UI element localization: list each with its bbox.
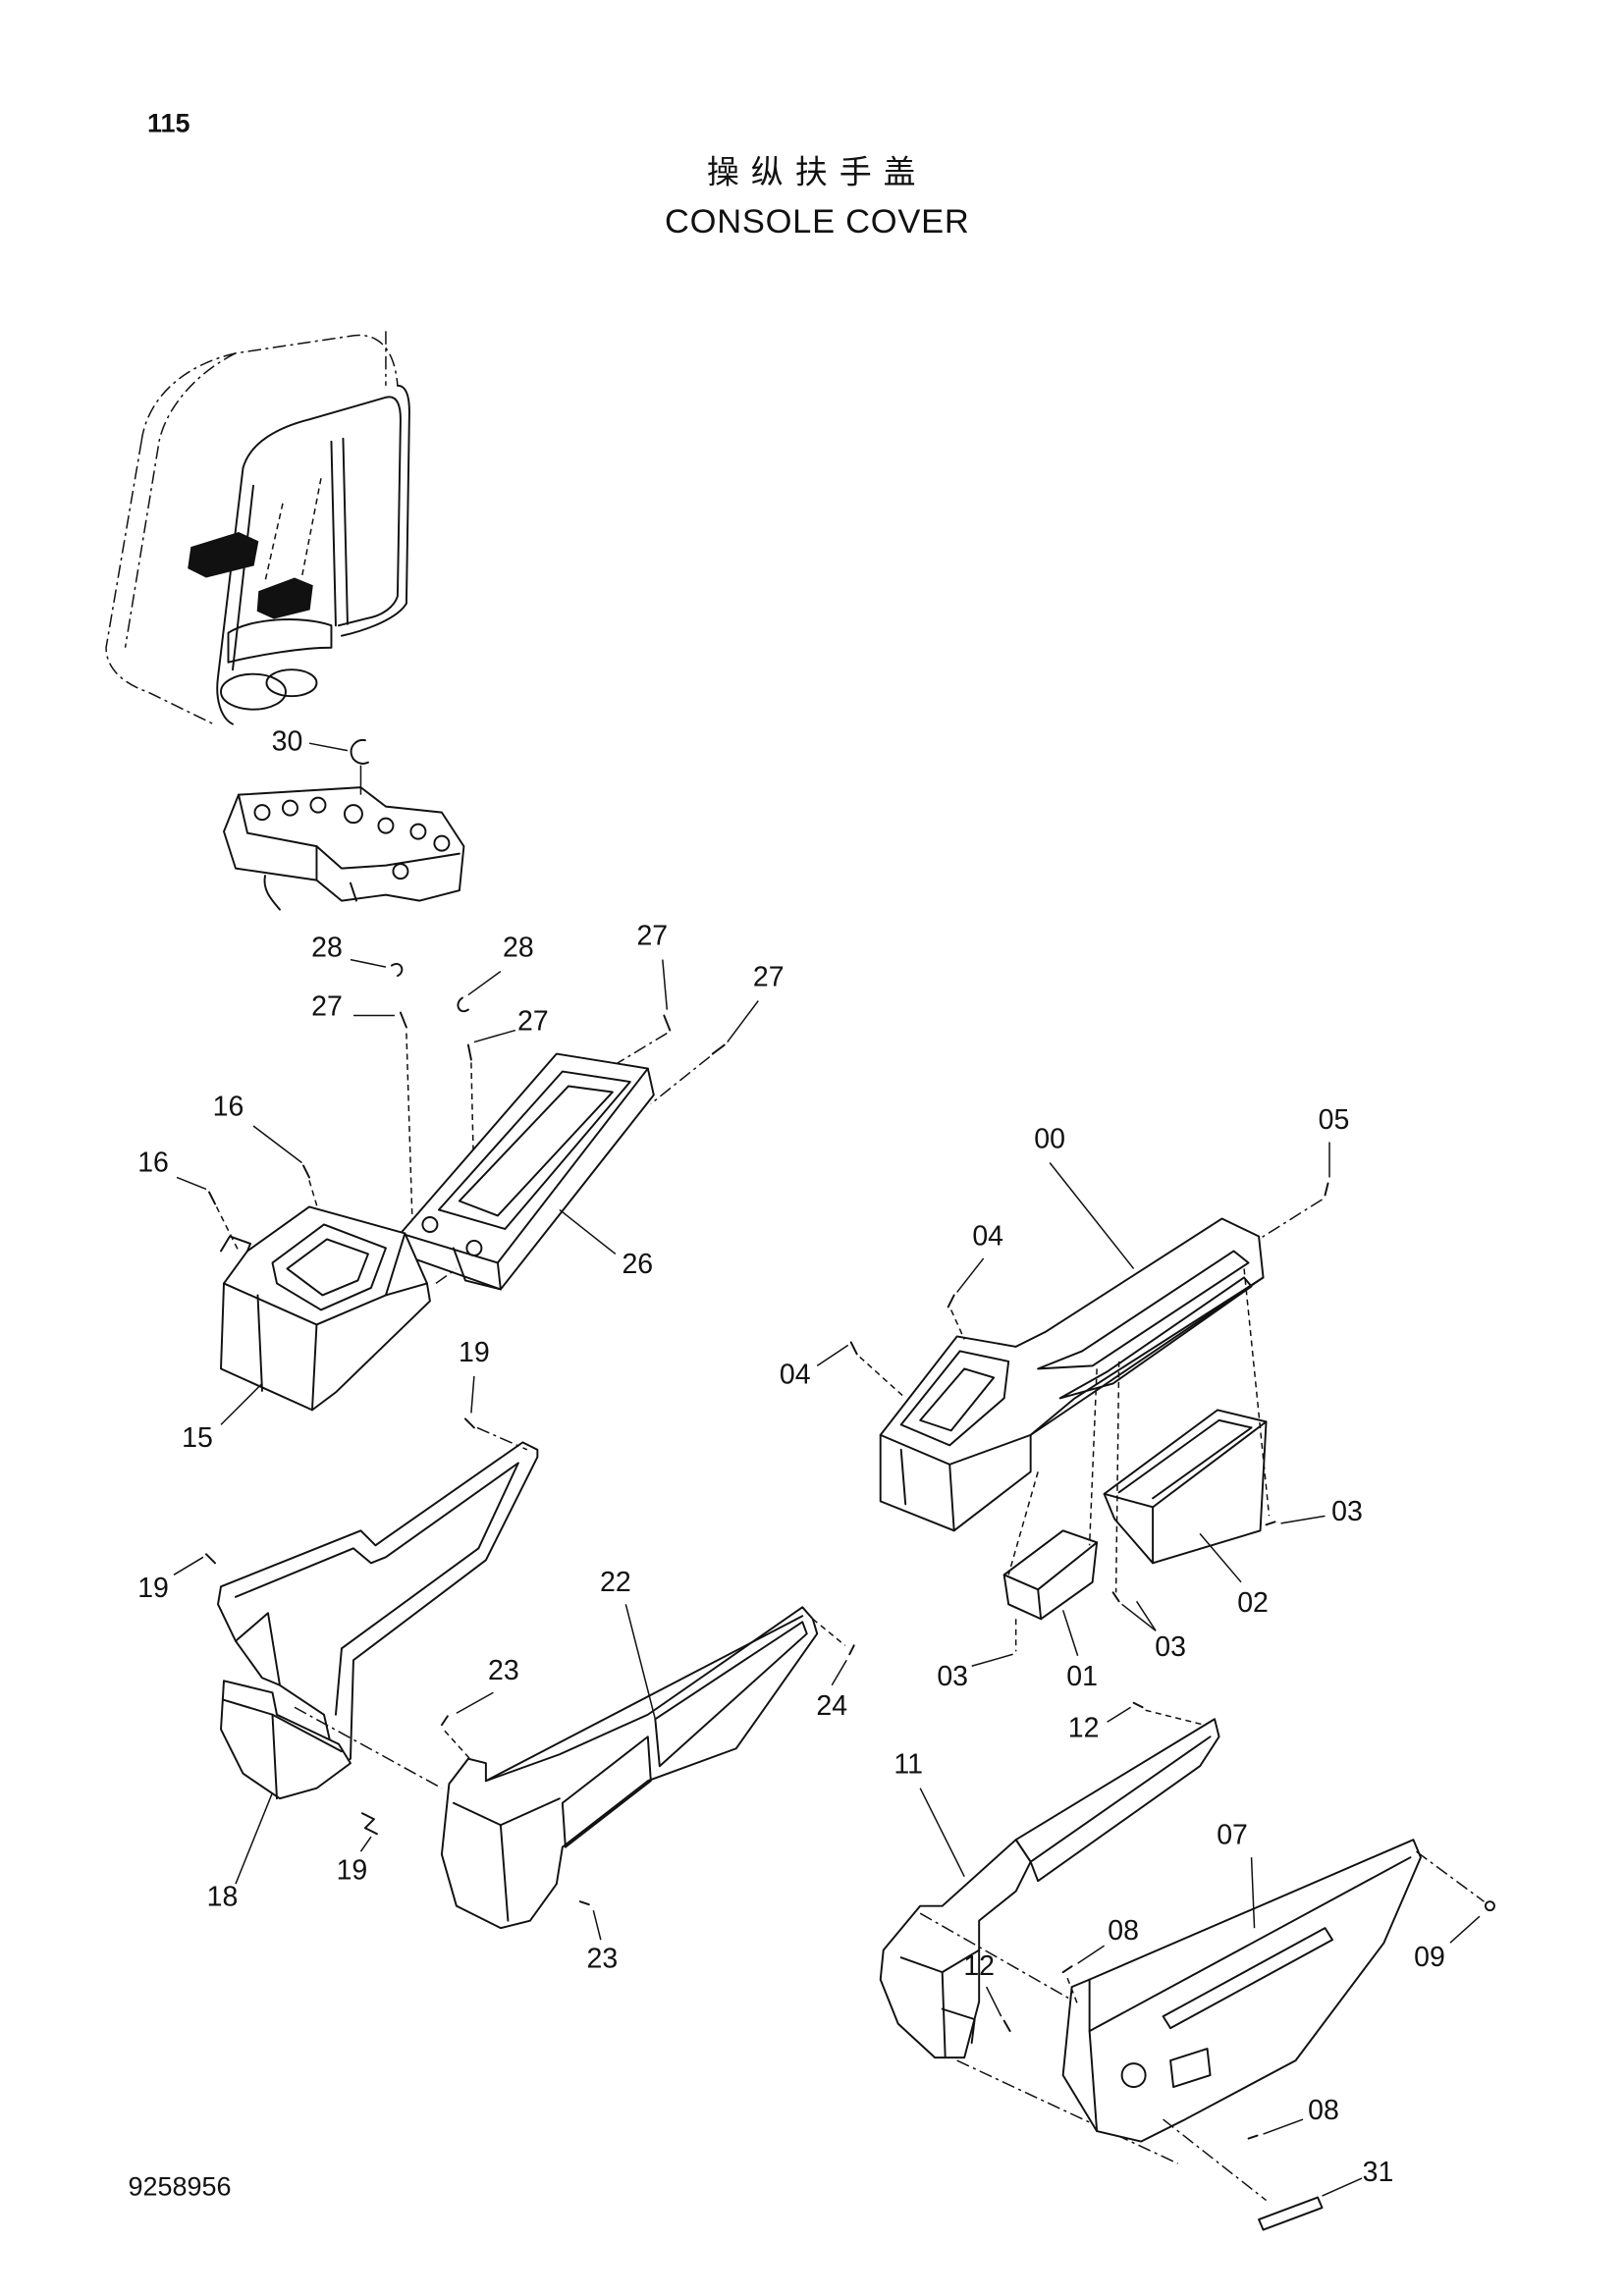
callout-07: 07 (1217, 1820, 1248, 1851)
callout-09: 09 (1414, 1942, 1445, 1973)
title-english: CONSOLE COVER (665, 203, 969, 240)
callout-16: 16 (137, 1148, 169, 1179)
callout-12: 12 (1068, 1712, 1100, 1743)
storage-box-large (1103, 1409, 1268, 1583)
callout-28: 28 (311, 933, 343, 964)
callout-30: 30 (272, 726, 303, 758)
left-control-box (188, 531, 259, 578)
callout-26: 26 (622, 1249, 653, 1280)
callout-01: 01 (1066, 1661, 1098, 1692)
front-cover-piece (220, 1680, 352, 1800)
storage-box-small (1002, 1529, 1099, 1657)
callout-03: 03 (937, 1661, 968, 1692)
callout-03: 03 (1155, 1631, 1186, 1663)
label-strip (1258, 2177, 1363, 2231)
drawing-number: 9258956 (129, 2172, 232, 2202)
box-assembly-lines (971, 1268, 1326, 1667)
callout-23: 23 (587, 1944, 619, 1975)
callout-23: 23 (488, 1655, 519, 1686)
callout-02: 02 (1237, 1587, 1269, 1619)
right-control-box (256, 577, 313, 619)
callout-05: 05 (1319, 1104, 1350, 1136)
callout-31: 31 (1363, 2157, 1394, 2188)
callout-12: 12 (963, 1950, 995, 1982)
side-cover-panel (1061, 1839, 1495, 2202)
callout-11: 11 (893, 1749, 923, 1781)
callout-15: 15 (182, 1422, 213, 1454)
callout-04: 04 (780, 1359, 811, 1390)
left-side-panel (173, 1375, 539, 1885)
operator-cab (105, 331, 410, 725)
console-base (176, 1125, 458, 1425)
callout-04: 04 (972, 1220, 1003, 1252)
callout-24: 24 (816, 1690, 847, 1722)
callout-labels: 30 28 28 27 27 27 27 16 16 26 15 19 00 0… (137, 726, 1445, 2188)
control-panel-assembly (223, 738, 465, 911)
callout-28: 28 (503, 933, 534, 964)
callout-19: 19 (137, 1573, 169, 1604)
callout-27: 27 (636, 921, 668, 952)
title-chinese: 操纵扶手盖 (707, 152, 928, 190)
callout-27: 27 (517, 1006, 549, 1038)
console-top-cover (399, 1052, 655, 1291)
inner-tray-assembly (879, 1701, 1220, 2164)
right-side-panel (440, 1604, 855, 1941)
page-number: 115 (147, 109, 190, 138)
callout-27: 27 (753, 962, 785, 993)
callout-19: 19 (459, 1337, 490, 1368)
callout-19: 19 (337, 1855, 368, 1887)
callout-08: 08 (1108, 1915, 1139, 1947)
console-assembly (816, 1142, 1330, 1532)
callout-16: 16 (213, 1092, 244, 1123)
callout-27: 27 (311, 991, 343, 1023)
callout-22: 22 (600, 1567, 631, 1598)
callout-18: 18 (207, 1882, 239, 1913)
callout-00: 00 (1034, 1124, 1065, 1155)
callout-08: 08 (1308, 2095, 1339, 2126)
callout-03: 03 (1331, 1496, 1363, 1527)
